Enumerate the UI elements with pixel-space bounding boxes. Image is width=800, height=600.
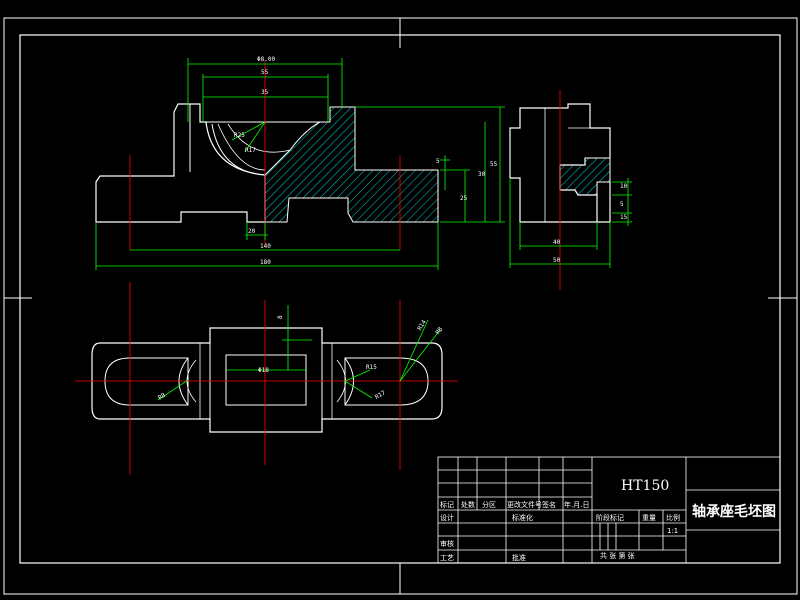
dim-height-3: 30 bbox=[478, 171, 486, 178]
top-dim-leader-1: R14 bbox=[416, 319, 428, 332]
tb-sheet: 共 张 第 张 bbox=[600, 551, 635, 560]
top-dimensions bbox=[157, 305, 441, 401]
side-dim-h2: 5 bbox=[620, 201, 624, 208]
tb-scale: 1:1 bbox=[667, 527, 678, 535]
side-dim-h3: 15 bbox=[620, 214, 628, 221]
tb-header-change: 更改文件号 bbox=[507, 500, 542, 509]
dim-width-total: Φ8.00 bbox=[257, 56, 275, 63]
front-view: Φ8.00 55 35 R25 R17 20 140 180 5 25 30 5… bbox=[95, 56, 505, 270]
tb-row-review: 审核 bbox=[440, 539, 454, 548]
top-view: Φ18 8 R8 R15 R17 R14 R8 bbox=[75, 282, 458, 475]
side-dimensions bbox=[509, 178, 632, 268]
tb-header-mark: 标记 bbox=[440, 500, 454, 509]
material-label: HT150 bbox=[621, 478, 669, 494]
top-dim-slot-len: Φ18 bbox=[258, 367, 269, 374]
dim-inner-1: 55 bbox=[261, 69, 269, 76]
side-dim-h1: 10 bbox=[620, 183, 628, 190]
drawing-title: 轴承座毛坯图 bbox=[692, 503, 776, 520]
dim-span-mid: 140 bbox=[260, 243, 271, 250]
section-hatch bbox=[264, 106, 439, 223]
tb-stage-mark: 阶段标记 bbox=[596, 513, 624, 522]
dim-bottom-slot: 20 bbox=[248, 228, 256, 235]
tb-header-date: 年.月.日 bbox=[564, 500, 589, 509]
top-dim-hole-r: R15 bbox=[366, 364, 377, 371]
top-outline bbox=[91, 327, 443, 433]
top-dim-corner-r: R8 bbox=[157, 391, 167, 401]
dim-inner-2: 35 bbox=[261, 89, 269, 96]
tb-weight: 重量 bbox=[642, 514, 656, 522]
tb-scale-label: 比例 bbox=[666, 513, 680, 522]
tb-row-process: 工艺 bbox=[440, 554, 454, 562]
tb-row-standard: 标准化 bbox=[512, 513, 533, 522]
dim-height-total: 55 bbox=[490, 161, 498, 168]
dim-span-total: 180 bbox=[260, 259, 271, 266]
side-dim-width-2: 50 bbox=[553, 257, 561, 264]
side-view: 40 50 10 5 15 bbox=[509, 90, 632, 290]
dim-height-1: 5 bbox=[436, 158, 440, 165]
top-dim-hole-r2: R17 bbox=[374, 389, 387, 401]
tb-header-zone: 分区 bbox=[482, 500, 496, 509]
tb-approve: 批准 bbox=[512, 553, 526, 562]
top-dim-slot-w: 8 bbox=[277, 315, 284, 319]
front-dimensions bbox=[95, 58, 505, 270]
tb-header-count: 处数 bbox=[461, 500, 475, 509]
side-dim-width-1: 40 bbox=[553, 239, 561, 246]
top-dim-leader-2: R8 bbox=[434, 326, 444, 336]
front-outline bbox=[95, 103, 266, 223]
tb-header-sign: 签名 bbox=[542, 500, 556, 509]
dim-height-2: 25 bbox=[460, 195, 468, 202]
tb-row-design: 设计 bbox=[440, 513, 454, 522]
title-block bbox=[437, 456, 781, 564]
dim-radius2: R17 bbox=[245, 147, 256, 154]
dim-radius: R25 bbox=[234, 132, 245, 139]
drawing-frame bbox=[3, 17, 798, 595]
